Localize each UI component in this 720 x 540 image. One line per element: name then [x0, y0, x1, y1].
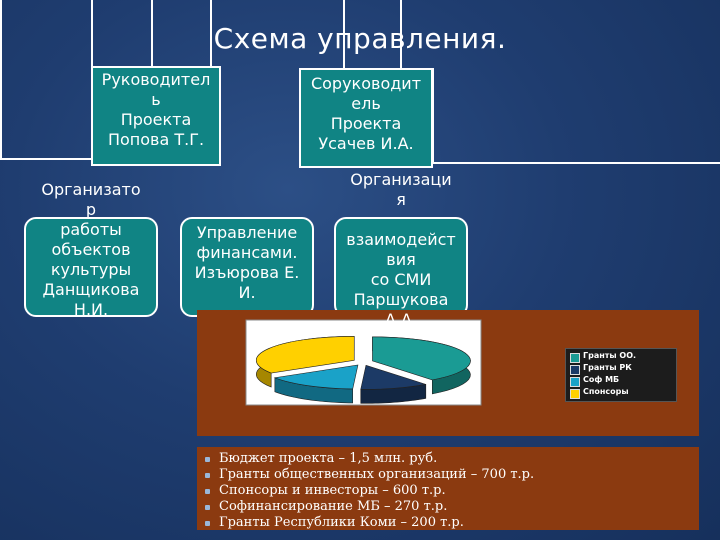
legend-label: Гранты РК: [583, 363, 632, 372]
project-cohead-box: Соруководит ель Проекта Усачев И.А.: [299, 68, 433, 168]
box-line: Проекта: [330, 114, 402, 133]
box-line: Соруководит: [310, 74, 422, 93]
budget-list: Бюджет проекта – 1,5 млн. руб. Гранты об…: [205, 451, 534, 531]
legend-label: Гранты ОО.: [583, 351, 637, 360]
box-line: Н.И.: [73, 300, 109, 319]
box-line: со СМИ: [370, 270, 432, 289]
legend-swatch: [570, 353, 580, 363]
slide-title: Схема управления.: [213, 22, 507, 55]
box-line: объектов: [51, 240, 131, 259]
box-line: работы: [60, 220, 122, 239]
connector-line: [432, 162, 720, 164]
box-line: финансами.: [196, 243, 298, 262]
box-line: я: [396, 190, 406, 209]
chart-legend: Гранты ОО. Гранты РК Соф МБ Спонсоры: [565, 348, 677, 402]
box-line: Проекта: [120, 110, 192, 129]
box-line: Организато: [41, 180, 141, 199]
box-line: И.: [238, 283, 256, 302]
budget-panel: Бюджет проекта – 1,5 млн. руб. Гранты об…: [197, 447, 699, 530]
budget-item: Гранты общественных организаций – 700 т.…: [205, 467, 534, 483]
box-line: Организаци: [350, 170, 452, 189]
budget-item: Спонсоры и инвесторы – 600 т.р.: [205, 483, 534, 499]
box-line: взаимодейст: [346, 230, 456, 249]
project-head-box: Руководител ь Проекта Попова Т.Г.: [91, 66, 221, 166]
legend-swatch: [570, 377, 580, 387]
media-relations-text: Организаци я взаимодейст вия со СМИ Парш…: [334, 170, 468, 330]
media-relations-box: [334, 217, 468, 317]
connector-line: [151, 0, 153, 66]
box-line: ель: [351, 94, 381, 113]
box-line: Данщикова: [42, 280, 140, 299]
finance-management-box: Управление финансами. Изъюрова Е. И.: [180, 217, 314, 317]
box-line: Усачев И.А.: [318, 134, 414, 153]
culture-organizer-text: Организато р работы объектов культуры Да…: [24, 180, 158, 320]
box-line: вия: [386, 250, 416, 269]
box-line: Изъюрова Е.: [194, 263, 300, 282]
budget-item: Гранты Республики Коми – 200 т.р.: [205, 515, 534, 531]
connector-line: [432, 68, 434, 164]
budget-item: Софинансирование МБ – 270 т.р.: [205, 499, 534, 515]
box-line: Руководител: [101, 70, 211, 89]
box-line: культуры: [50, 260, 132, 279]
budget-item: Бюджет проекта – 1,5 млн. руб.: [205, 451, 534, 467]
connector-line: [343, 0, 345, 70]
connector-line: [400, 0, 402, 70]
legend-swatch: [570, 365, 580, 375]
box-line: А.А.: [384, 310, 418, 329]
connector-line: [210, 0, 212, 66]
connector-line: [91, 0, 93, 66]
culture-organizer-box: [24, 217, 158, 317]
legend-label: Соф МБ: [583, 375, 620, 384]
box-line: [334, 210, 468, 230]
legend-swatch: [570, 389, 580, 399]
box-line: Паршукова: [353, 290, 449, 309]
connector-line: [0, 158, 91, 160]
connector-line: [0, 0, 2, 160]
box-line: Попова Т.Г.: [107, 130, 205, 149]
box-line: р: [85, 200, 97, 219]
legend-label: Спонсоры: [583, 387, 629, 396]
box-line: ь: [151, 90, 161, 109]
box-line: Управление: [196, 223, 298, 242]
